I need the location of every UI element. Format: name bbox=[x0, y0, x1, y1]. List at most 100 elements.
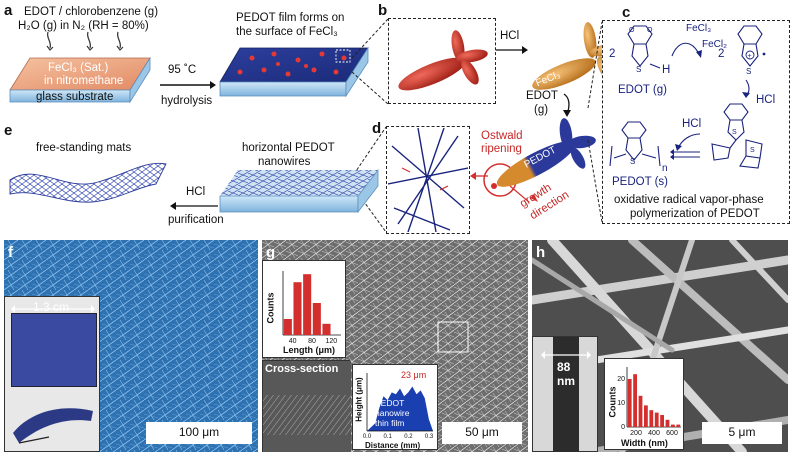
thickness-value: 23 μm bbox=[401, 370, 427, 380]
profile-film-label-1: PEDOT bbox=[375, 398, 405, 408]
panel-c-letter: c bbox=[622, 4, 631, 21]
cross-section-texture bbox=[263, 361, 351, 452]
diameter-arrow bbox=[541, 351, 591, 359]
feooh-nanocrystal bbox=[398, 30, 488, 91]
panel-g-letter: g bbox=[266, 244, 276, 261]
panel-d-zoom-lines bbox=[353, 126, 387, 233]
slab-label-fecl3: FeCl₃ (Sat.) bbox=[48, 62, 109, 74]
panel-h-letter: h bbox=[536, 244, 546, 261]
hist-x-tick: 200 bbox=[630, 430, 642, 437]
svg-text:S: S bbox=[750, 147, 755, 154]
svg-text:S: S bbox=[636, 65, 641, 74]
radical-cation-molecule: + S bbox=[737, 25, 766, 76]
film-caption-line-2: the surface of FeCl₃ bbox=[236, 26, 338, 38]
hist-bar bbox=[312, 303, 321, 335]
c-pedot-s: PEDOT (s) bbox=[612, 176, 669, 188]
slab-label-glass: glass substrate bbox=[36, 91, 114, 103]
film-caption-line-1: PEDOT film forms on bbox=[236, 12, 345, 24]
vapor-line-2: H₂O (g) in N₂ (RH = 80%) bbox=[18, 20, 149, 32]
hist-x-tick: 600 bbox=[666, 430, 678, 437]
panel-d-letter: d bbox=[372, 120, 382, 137]
e-nanowire-label-1: horizontal PEDOT bbox=[242, 142, 335, 154]
single-nanowire-inset: 88 nm bbox=[532, 336, 598, 452]
svg-text:O: O bbox=[647, 27, 653, 34]
e-mats-label: free-standing mats bbox=[36, 142, 132, 154]
panel-f-scalebar: 100 μm bbox=[146, 422, 252, 444]
hist-bar bbox=[676, 424, 681, 427]
panel-b-zoom-lines bbox=[351, 18, 389, 105]
panel-c-zoom-line bbox=[587, 21, 603, 223]
c-caption-2: polymerization of PEDOT bbox=[630, 208, 760, 220]
nanowire-film-on-substrate bbox=[219, 168, 379, 214]
panel-f-letter: f bbox=[8, 244, 13, 261]
hist-bar bbox=[633, 374, 637, 427]
panel-f-photo-inset: 1.3 cm bbox=[4, 296, 100, 452]
svg-text:S: S bbox=[732, 129, 737, 136]
cross-section-inset: Cross-section bbox=[262, 360, 351, 452]
c-n-label: n bbox=[662, 163, 668, 174]
hist-bar bbox=[665, 419, 670, 427]
c-hcl-a: HCl bbox=[756, 94, 776, 106]
edot-gas-label: (g) bbox=[534, 104, 549, 116]
profile-right-label: 60μm bbox=[426, 387, 433, 405]
ostwald-label-2: ripening bbox=[481, 143, 522, 155]
profile-xlabel: Distance (mm) bbox=[365, 441, 421, 450]
profile-x-tick: 0.2 bbox=[404, 434, 413, 440]
arrow-a-right bbox=[160, 81, 216, 89]
hist-x-tick: 120 bbox=[325, 338, 337, 345]
cross-section-label: Cross-section bbox=[265, 363, 339, 375]
ostwald-label-1: Ostwald bbox=[481, 130, 523, 142]
arrow-d-left bbox=[470, 172, 488, 180]
slab-label-nitromethane: in nitromethane bbox=[44, 75, 124, 87]
width-hist-xlabel: Width (nm) bbox=[621, 438, 668, 448]
hist-bar bbox=[627, 379, 632, 427]
length-hist-xlabel: Length (μm) bbox=[283, 345, 335, 355]
c-arrow-1 bbox=[671, 42, 702, 58]
profile-film-label-2: nanowire bbox=[375, 408, 410, 418]
panel-a-letter: a bbox=[4, 2, 13, 19]
width-dimension-label: 1.3 cm bbox=[33, 300, 70, 314]
c-hcl-b: HCl bbox=[682, 118, 702, 130]
profile-film-label-3: thin film bbox=[375, 418, 405, 428]
arrow-a-temperature: 95 ˚C bbox=[168, 64, 197, 76]
panel-a-substrate-graphic bbox=[9, 31, 151, 104]
c-caption-1: oxidative radical vapor-phase bbox=[614, 194, 764, 206]
svg-text:S: S bbox=[630, 157, 635, 166]
diameter-value: 88 bbox=[557, 360, 571, 374]
hist-bar bbox=[303, 274, 312, 335]
c-h-label: H bbox=[662, 64, 671, 76]
panel-e-letter: e bbox=[4, 122, 13, 139]
length-hist-ylabel: Counts bbox=[265, 292, 276, 324]
panel-g-scalebar: 50 μm bbox=[442, 422, 522, 444]
single-nanowire bbox=[553, 337, 579, 452]
profile-x-tick: 0.3 bbox=[425, 434, 434, 440]
hist-y-tick: 10 bbox=[617, 400, 625, 407]
profile-x-tick: 0.1 bbox=[384, 434, 393, 440]
hist-y-tick: 20 bbox=[617, 376, 625, 383]
hist-bar bbox=[638, 395, 643, 427]
hist-bar bbox=[671, 424, 675, 427]
c-fecl2: FeCl₂ bbox=[702, 39, 727, 50]
panel-h-scalebar: 5 μm bbox=[702, 422, 782, 444]
c-two-b: 2 bbox=[718, 48, 725, 60]
pedot-nanocrystal bbox=[483, 118, 596, 202]
profile-area bbox=[367, 386, 433, 431]
curled-mat-photo bbox=[13, 408, 93, 444]
hist-y-tick: 0 bbox=[621, 424, 625, 431]
hist-bar bbox=[660, 415, 664, 427]
hist-x-tick: 400 bbox=[648, 430, 660, 437]
panel-f-micrograph: f 1.3 cm 100 μm bbox=[4, 240, 258, 452]
hist-x-tick: 40 bbox=[289, 338, 297, 345]
arrow-e-left bbox=[170, 202, 218, 210]
e-purification-label: purification bbox=[168, 214, 224, 226]
width-histogram-svg: 200 400 600 0 10 20 bbox=[617, 367, 681, 437]
hist-bar bbox=[293, 282, 302, 335]
arrow-b-edot-down bbox=[563, 93, 571, 117]
vapor-line-1: EDOT / chlorobenzene (g) bbox=[24, 6, 159, 18]
